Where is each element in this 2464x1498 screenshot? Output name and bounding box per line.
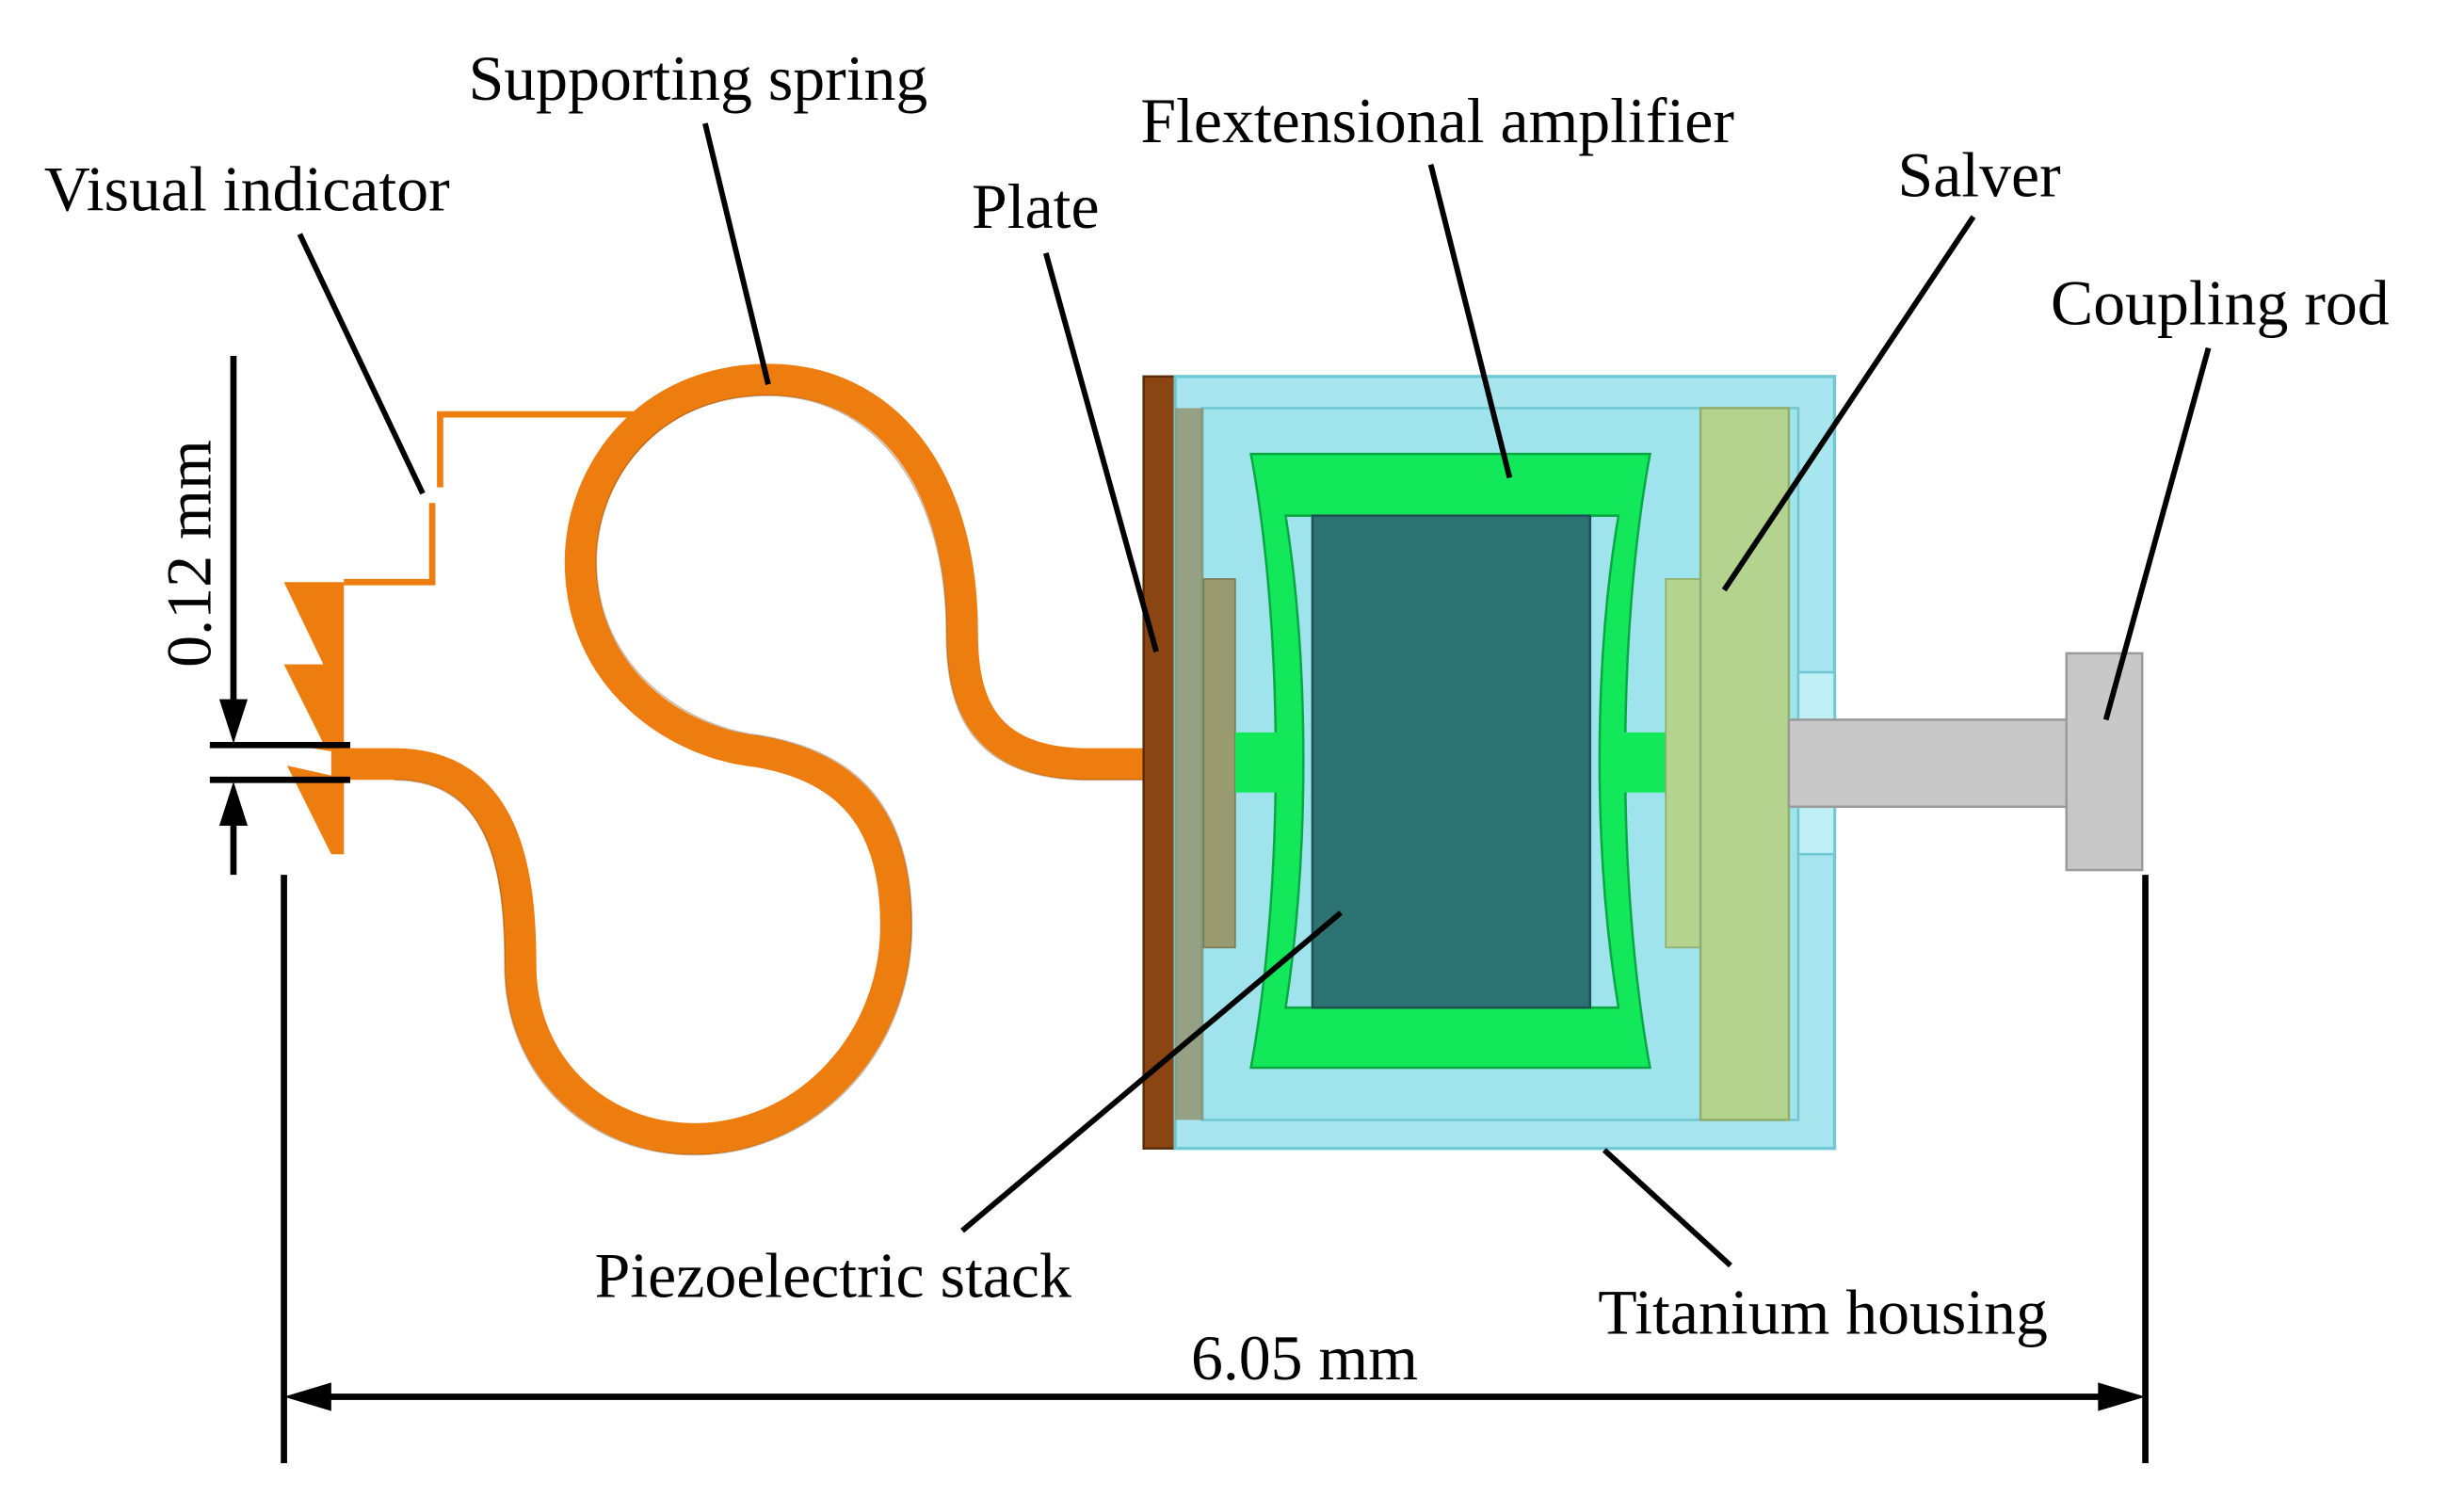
- supporting-spring: [283, 363, 1144, 1156]
- gap-dimension-label: 0.12 mm: [153, 440, 224, 668]
- gap-arrow-up: [218, 781, 249, 826]
- label-flextensional-amplifier: Flextensional amplifier: [1140, 86, 1734, 156]
- dimension-length: [281, 875, 2149, 1464]
- amplifier-right-link: [1612, 732, 1667, 793]
- salver: [1665, 407, 1791, 1121]
- label-titanium-housing: Titanium housing: [1598, 1277, 2048, 1347]
- indicator-stem: [344, 503, 436, 586]
- salver-body: [1699, 407, 1791, 1121]
- length-arrow-right: [2098, 1382, 2146, 1411]
- label-piezoelectric-stack: Piezoelectric stack: [595, 1241, 1071, 1312]
- label-supporting-spring: Supporting spring: [469, 43, 928, 114]
- piezoelectric-stack: [1311, 514, 1592, 1009]
- amplifier-frame: [1249, 452, 1651, 1070]
- leader-salver: [1721, 215, 1976, 592]
- gap-arrow-down: [218, 699, 249, 744]
- length-arrow-left: [283, 1382, 331, 1411]
- leader-titanium-housing: [1602, 1148, 1732, 1268]
- rod-shaft: [1787, 718, 2071, 809]
- indicator-arm: [437, 411, 651, 488]
- rod-head: [2065, 652, 2144, 872]
- spring-body: [330, 363, 1144, 1155]
- flextensional-amplifier: [1234, 452, 1667, 1070]
- label-visual-indicator: Visual indicator: [44, 153, 450, 224]
- label-texts: Supporting spring Visual indicator Flext…: [44, 43, 2390, 1393]
- leader-visual-indicator: [297, 233, 426, 495]
- leader-piezoelectric-stack: [960, 910, 1343, 1233]
- length-dimension-label: 6.05 mm: [1191, 1323, 1418, 1393]
- leader-coupling-rod: [2102, 346, 2212, 721]
- label-salver: Salver: [1898, 139, 2061, 210]
- leader-flextensional-amplifier: [1427, 164, 1513, 479]
- salver-ring: [1665, 578, 1701, 949]
- dimension-gap: 0.12 mm: [153, 356, 350, 876]
- coupling-rod: [1787, 652, 2144, 872]
- amplifier-left-link: [1234, 732, 1291, 793]
- leader-plate: [1042, 252, 1159, 652]
- left-end-block: [1202, 578, 1236, 949]
- leader-supporting-spring: [702, 122, 771, 385]
- zigzag-teeth-lower: [286, 765, 345, 855]
- spring-outline-outer: [394, 395, 1144, 1156]
- label-plate: Plate: [972, 171, 1100, 242]
- label-coupling-rod: Coupling rod: [2051, 267, 2390, 338]
- plate: [1142, 375, 1177, 1150]
- zigzag-teeth: [283, 582, 345, 752]
- left-shoulder: [1175, 408, 1204, 1120]
